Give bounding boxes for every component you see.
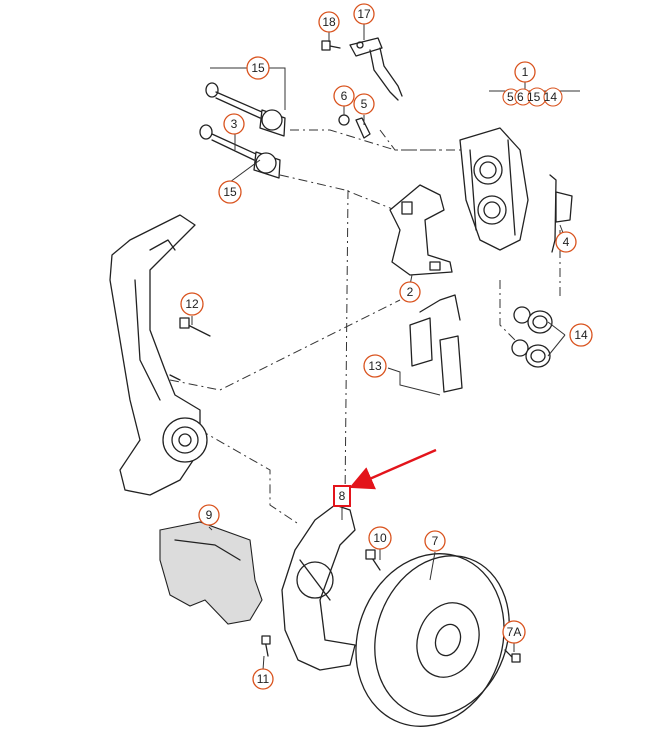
callout-label: 15	[251, 61, 265, 75]
callout-12[interactable]: 12	[180, 292, 204, 316]
callout-label: 2	[407, 285, 414, 299]
callout-label: 14	[574, 328, 588, 342]
part-15-3-guide-pins-lower	[199, 124, 281, 179]
callout-label: 12	[185, 297, 199, 311]
callout-15-lower[interactable]: 15	[218, 180, 242, 204]
part-12-bolt	[179, 317, 211, 337]
part-9-cover	[159, 521, 263, 625]
callout-5[interactable]: 5	[353, 93, 375, 115]
callout-label: 15	[223, 185, 237, 199]
callout-15-upper[interactable]: 15	[246, 56, 270, 80]
callout-label: 17	[357, 7, 371, 21]
part-13-brake-pads	[387, 294, 463, 396]
part-17-wear-sensor-bracket	[349, 37, 403, 101]
callout-7A[interactable]: 7A	[502, 620, 526, 644]
highlight-arrow	[349, 448, 437, 490]
part-7-brake-disc	[355, 553, 510, 727]
part-8-splash-plate	[281, 504, 356, 671]
part-18-bolt	[321, 40, 341, 51]
part-7A-screw	[504, 649, 521, 663]
callout-17[interactable]: 17	[353, 3, 375, 25]
callout-label: 8	[339, 489, 346, 503]
part-11-bolt	[261, 635, 271, 657]
callout-label: 5	[361, 97, 368, 111]
part-10-bolt	[365, 549, 381, 571]
callout-label: 10	[373, 531, 387, 545]
callout-4[interactable]: 4	[555, 231, 577, 253]
part-6-5-bleeder	[338, 114, 371, 139]
callout-1[interactable]: 1	[514, 61, 536, 83]
callout-label: 7A	[507, 625, 522, 639]
callout-label: 9	[206, 508, 213, 522]
callout-6[interactable]: 6	[333, 85, 355, 107]
steering-knuckle	[109, 214, 208, 496]
callout-7[interactable]: 7	[424, 530, 446, 552]
callout-label: 13	[368, 359, 382, 373]
part-1-caliper	[459, 127, 529, 251]
callout-18[interactable]: 18	[318, 11, 340, 33]
callout-8-highlighted[interactable]: 8	[333, 485, 351, 507]
callout-label: 7	[432, 534, 439, 548]
callout-10[interactable]: 10	[368, 526, 392, 550]
callout-14[interactable]: 14	[569, 323, 593, 347]
callout-2[interactable]: 2	[399, 281, 421, 303]
part-2-caliper-carrier	[389, 184, 453, 276]
callout-label: 11	[257, 672, 270, 686]
part-4-retaining-spring	[549, 174, 573, 253]
callout-1-sub-label: 5 6 15 14	[507, 90, 557, 104]
callout-1-sublist: 5 6 15 14	[502, 87, 563, 107]
callout-13[interactable]: 13	[363, 354, 387, 378]
callout-label: 18	[322, 15, 336, 29]
callout-11[interactable]: 11	[252, 668, 274, 690]
part-15-3-guide-pins-upper	[205, 82, 286, 137]
callout-label: 3	[231, 117, 238, 131]
callout-9[interactable]: 9	[198, 504, 220, 526]
callout-3[interactable]: 3	[223, 113, 245, 135]
callout-label: 6	[341, 89, 348, 103]
part-14-piston-seals	[511, 306, 553, 368]
callout-label: 4	[563, 235, 570, 249]
assembly-guide-lines	[169, 129, 561, 526]
callout-label: 1	[522, 65, 529, 79]
